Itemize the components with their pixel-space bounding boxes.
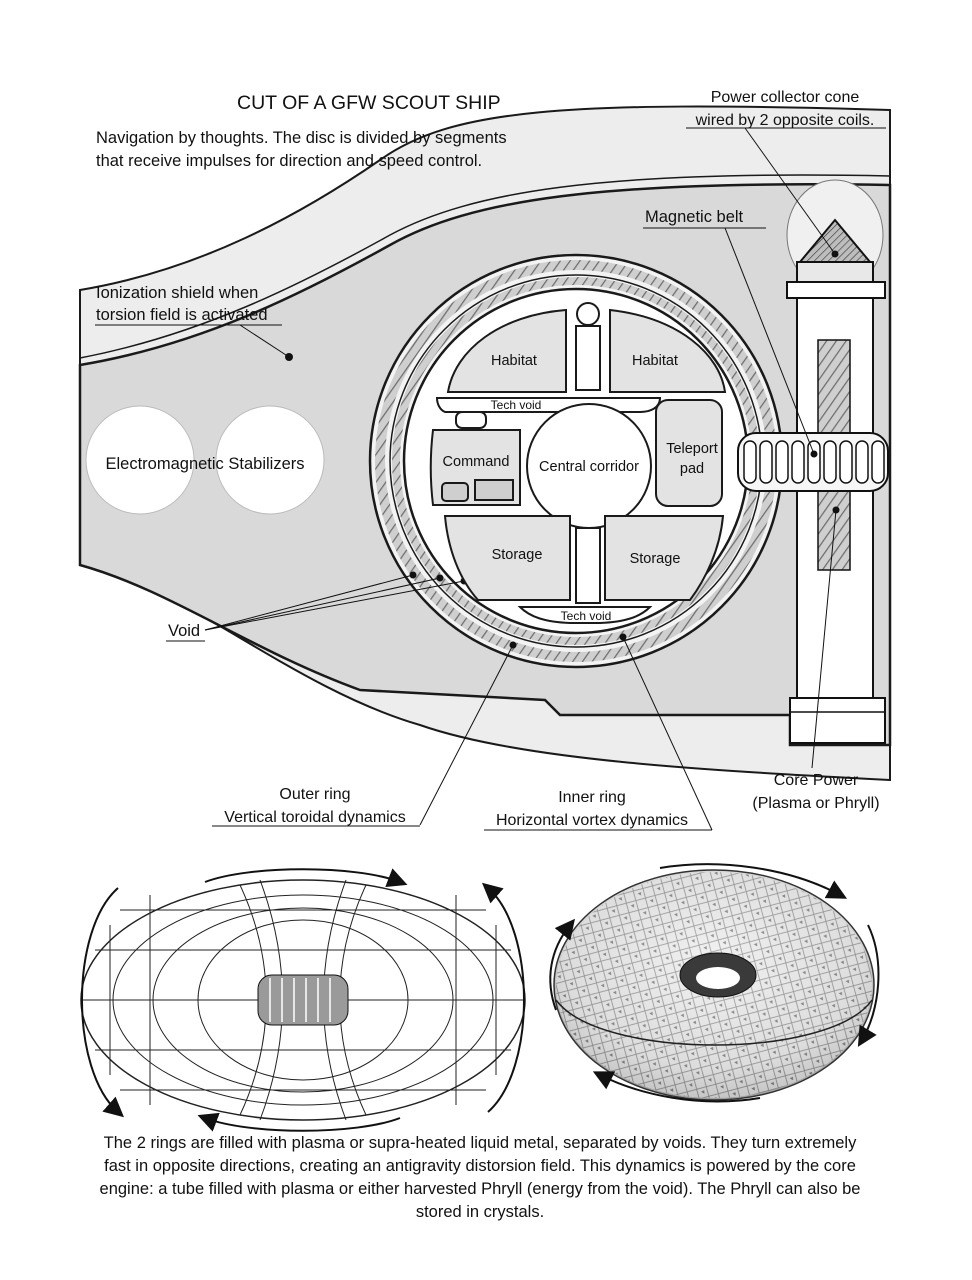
caption-text: The 2 rings are filled with plasma or su… bbox=[99, 1134, 861, 1221]
wireframe-coil-segments bbox=[269, 978, 331, 1022]
ionization-label-2: torsion field is activated bbox=[96, 306, 268, 324]
void-label: Void bbox=[168, 622, 200, 640]
habitat-right-room bbox=[609, 308, 727, 393]
ionization-label-1: Ionization shield when bbox=[96, 284, 258, 302]
storage-right-room bbox=[604, 515, 725, 601]
outer-ring-label-2: Vertical toroidal dynamics bbox=[224, 809, 405, 826]
vortex-torus-hole-inner bbox=[696, 967, 740, 989]
teleport-room bbox=[655, 399, 723, 507]
tech-void-top-label: Tech void bbox=[491, 398, 542, 412]
subtitle-line-2: that receive impulses for direction and … bbox=[96, 152, 482, 170]
storage-left-room bbox=[443, 515, 571, 601]
central-corridor-label: Central corridor bbox=[539, 459, 639, 475]
command-chair bbox=[441, 482, 469, 502]
wireframe-arrow-bottom bbox=[197, 1112, 401, 1132]
column-cap bbox=[786, 281, 886, 299]
vertical-corridor-lower bbox=[575, 527, 601, 604]
power-collector-label-1: Power collector cone bbox=[711, 89, 860, 106]
toroidal-wireframe bbox=[80, 868, 526, 1132]
subtitle-line-1: Navigation by thoughts. The disc is divi… bbox=[96, 129, 507, 147]
vortex-arrow-top bbox=[659, 863, 848, 899]
top-hatch bbox=[576, 302, 600, 326]
wireframe-arrow-top bbox=[204, 868, 408, 888]
upper-labels: CUT OF A GFW SCOUT SHIP Navigation by th… bbox=[95, 89, 886, 831]
teleport-label-2: pad bbox=[680, 461, 704, 477]
command-console bbox=[474, 479, 514, 501]
wireframe-arrow-left bbox=[81, 887, 125, 1118]
power-collector-label-2: wired by 2 opposite coils. bbox=[695, 112, 875, 129]
tech-void-bottom-room bbox=[517, 606, 653, 624]
core-power-label-1: Core Power bbox=[774, 772, 859, 789]
outer-ring-label-1: Outer ring bbox=[279, 786, 350, 803]
vortex-arrow-left bbox=[549, 918, 575, 1011]
command-label: Command bbox=[443, 454, 510, 470]
vortex-arrow-bottom bbox=[592, 1071, 761, 1103]
tech-void-top-room bbox=[435, 397, 662, 413]
ionization-pointer-line bbox=[239, 324, 290, 358]
habitat-right-label: Habitat bbox=[632, 353, 678, 369]
collector-base bbox=[796, 261, 874, 283]
storage-left-label: Storage bbox=[492, 547, 543, 563]
teleport-label-1: Teleport bbox=[666, 441, 718, 457]
stabilizer-disc-right bbox=[215, 405, 325, 515]
vertical-corridor bbox=[575, 325, 601, 391]
stabilizers-label: Electromagnetic Stabilizers bbox=[106, 455, 305, 473]
vortex-torus-waist bbox=[555, 999, 873, 1046]
diagram-title: CUT OF A GFW SCOUT SHIP bbox=[237, 92, 501, 114]
wireframe-arrow-right bbox=[481, 882, 525, 1113]
magnetic-belt-coils bbox=[743, 440, 885, 484]
storage-right-label: Storage bbox=[630, 551, 681, 567]
command-hatch bbox=[455, 411, 487, 429]
vortex-torus bbox=[549, 863, 880, 1103]
habitat-left-room bbox=[446, 308, 567, 393]
vortex-arrow-right bbox=[857, 924, 880, 1047]
stabilizer-disc-left bbox=[85, 405, 195, 515]
wireframe-core-coil bbox=[257, 974, 349, 1026]
inner-ring-label-1: Inner ring bbox=[558, 789, 626, 806]
cabin-compartments bbox=[429, 302, 727, 624]
magnetic-belt-label: Magnetic belt bbox=[645, 208, 744, 226]
core-power-label-2: (Plasma or Phryll) bbox=[752, 795, 879, 812]
core-power-column bbox=[737, 179, 889, 744]
habitat-left-label: Habitat bbox=[491, 353, 537, 369]
tech-void-bottom-label: Tech void bbox=[561, 609, 612, 623]
inner-ring-label-2: Horizontal vortex dynamics bbox=[496, 812, 688, 829]
leader-lines bbox=[204, 127, 837, 831]
column-base bbox=[789, 697, 886, 744]
